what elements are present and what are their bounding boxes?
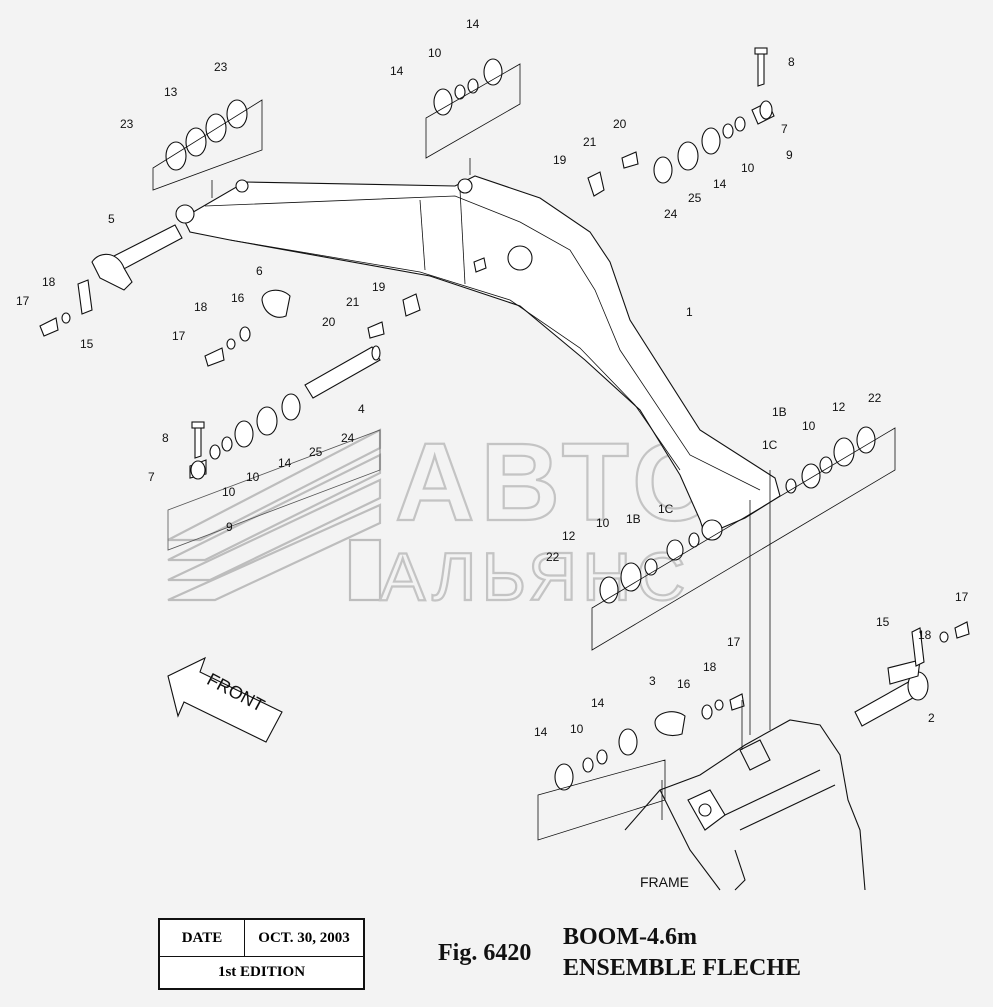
callout: 20 [613, 117, 627, 131]
leader-lines [152, 63, 896, 841]
callout: 4 [358, 402, 365, 416]
washers [61, 58, 949, 791]
frame-label: FRAME [640, 874, 689, 890]
callout: 20 [322, 315, 336, 329]
callout: 10 [222, 485, 236, 499]
figure-number: Fig. 6420 [438, 940, 532, 966]
bolts [39, 47, 970, 711]
callout: 3 [649, 674, 656, 688]
callout: 6 [256, 264, 263, 278]
callout: 7 [148, 470, 155, 484]
pin-2 [854, 659, 929, 727]
callout: 24 [664, 207, 678, 221]
boom-middle-boss [507, 245, 533, 271]
callout: 19 [553, 153, 567, 167]
callout: 14 [591, 696, 605, 710]
callout: 17 [172, 329, 186, 343]
figure-title-line1: BOOM-4.6m [563, 924, 697, 950]
callout: 17 [955, 590, 969, 604]
callout: 23 [214, 60, 228, 74]
watermark: АВТО АЛЬЯНС [167, 420, 719, 616]
callout: 10 [596, 516, 610, 530]
boom-foot-boss [175, 204, 195, 224]
frame-outline [624, 719, 866, 891]
callout: 25 [688, 191, 702, 205]
callout: 19 [372, 280, 386, 294]
callout: 1 [686, 305, 693, 319]
callout: 15 [80, 337, 94, 351]
callout: 1B [772, 405, 787, 419]
callout: 10 [741, 161, 755, 175]
callout: 22 [868, 391, 882, 405]
callout: 2 [928, 711, 935, 725]
callout: 14 [534, 725, 548, 739]
pin-5 [91, 224, 183, 291]
callout: 17 [16, 294, 30, 308]
boom-head-boss [701, 519, 723, 541]
callout: 14 [713, 177, 727, 191]
figure-title: BOOM-4.6m ENSEMBLE FLECHE [563, 922, 801, 984]
figure-title-line2: ENSEMBLE FLECHE [563, 955, 802, 981]
callout: 15 [876, 615, 890, 629]
callout: 8 [788, 55, 795, 69]
callout: 9 [226, 520, 233, 534]
callout: 5 [108, 212, 115, 226]
boom-cylinder-boss [457, 178, 473, 194]
date-label: DATE [160, 920, 245, 957]
callout: 7 [781, 122, 788, 136]
pin-3 [654, 711, 686, 737]
front-arrow: FRONT [167, 656, 283, 743]
callout: 10 [570, 722, 584, 736]
callout: 18 [42, 275, 56, 289]
callout: 14 [466, 17, 480, 31]
callout: 18 [918, 628, 932, 642]
callout: 18 [703, 660, 717, 674]
pin-6 [261, 289, 291, 318]
callout: 14 [278, 456, 292, 470]
callouts: 14 10 14 23 13 23 8 7 9 10 14 25 24 21 2… [16, 17, 969, 739]
callout: 24 [341, 431, 355, 445]
callout: 14 [390, 64, 404, 78]
callout: 22 [546, 550, 560, 564]
edition-label: 1st EDITION [217, 964, 306, 980]
callout: 23 [120, 117, 134, 131]
callout: 16 [677, 677, 691, 691]
callout: 10 [246, 470, 260, 484]
callout: 1B [626, 512, 641, 526]
frame [624, 719, 866, 891]
date-value: OCT. 30, 2003 [245, 920, 363, 957]
callout: 25 [309, 445, 323, 459]
callout: 17 [727, 635, 741, 649]
callout: 1C [762, 438, 778, 452]
callout: 9 [786, 148, 793, 162]
callout: 18 [194, 300, 208, 314]
callout: 10 [428, 46, 442, 60]
callout: 12 [562, 529, 576, 543]
callout: 16 [231, 291, 245, 305]
callout: 1C [658, 502, 674, 516]
callout: 8 [162, 431, 169, 445]
callout: 21 [583, 135, 597, 149]
pin-4 [304, 345, 381, 399]
callout: 21 [346, 295, 360, 309]
callout: 13 [164, 85, 178, 99]
title-block: DATE OCT. 30, 2003 1st EDITION [158, 918, 365, 990]
callout: 10 [802, 419, 816, 433]
callout: 12 [832, 400, 846, 414]
